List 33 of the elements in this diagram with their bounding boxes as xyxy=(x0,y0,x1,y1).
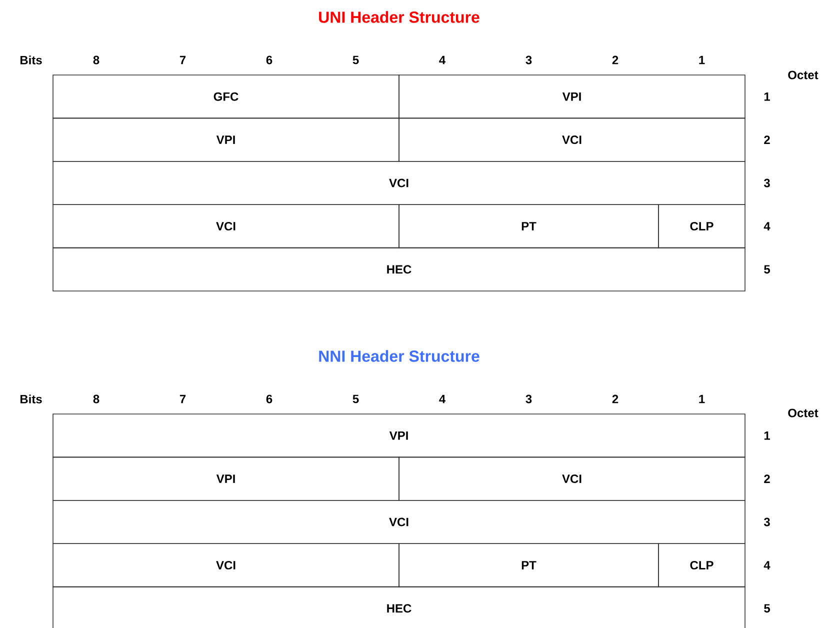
octet-number: 4 xyxy=(764,561,770,570)
octet-number: 4 xyxy=(764,222,770,230)
field-cell: PT xyxy=(398,204,659,248)
octet-number: 2 xyxy=(764,136,770,144)
octet-number: 5 xyxy=(764,265,770,274)
table-title: UNI Header Structure xyxy=(319,11,480,23)
octet-number: 1 xyxy=(764,92,770,101)
field-cell: VCI xyxy=(398,456,746,501)
octet-number: 5 xyxy=(764,604,770,613)
field-cell: VCI xyxy=(52,161,746,205)
field-cell: GFC xyxy=(52,74,400,119)
field-cell: HEC xyxy=(52,247,746,292)
field-cell: VPI xyxy=(398,74,746,119)
field-cell: VCI xyxy=(52,500,746,544)
octet-number: 3 xyxy=(764,518,770,526)
octet-number: 3 xyxy=(764,178,770,188)
field-cell: VCI xyxy=(52,204,400,248)
field-cell: VCI xyxy=(52,543,400,588)
octet-number: 1 xyxy=(764,431,770,440)
bits-heading: Bits xyxy=(20,394,42,404)
field-cell: CLP xyxy=(658,543,746,588)
field-cell: VCI xyxy=(398,118,746,162)
bits-heading: Bits xyxy=(20,56,42,64)
field-cell: VPI xyxy=(52,118,400,162)
octet-number: 2 xyxy=(764,474,770,483)
table-title: NNI Header Structure xyxy=(319,350,480,362)
octet-heading: Octet xyxy=(788,408,818,418)
field-cell: VPI xyxy=(52,414,746,458)
field-cell: PT xyxy=(398,543,659,588)
field-cell: CLP xyxy=(658,204,746,248)
octet-heading: Octet xyxy=(788,70,818,80)
field-cell: VPI xyxy=(52,456,400,501)
field-cell: HEC xyxy=(52,586,746,628)
